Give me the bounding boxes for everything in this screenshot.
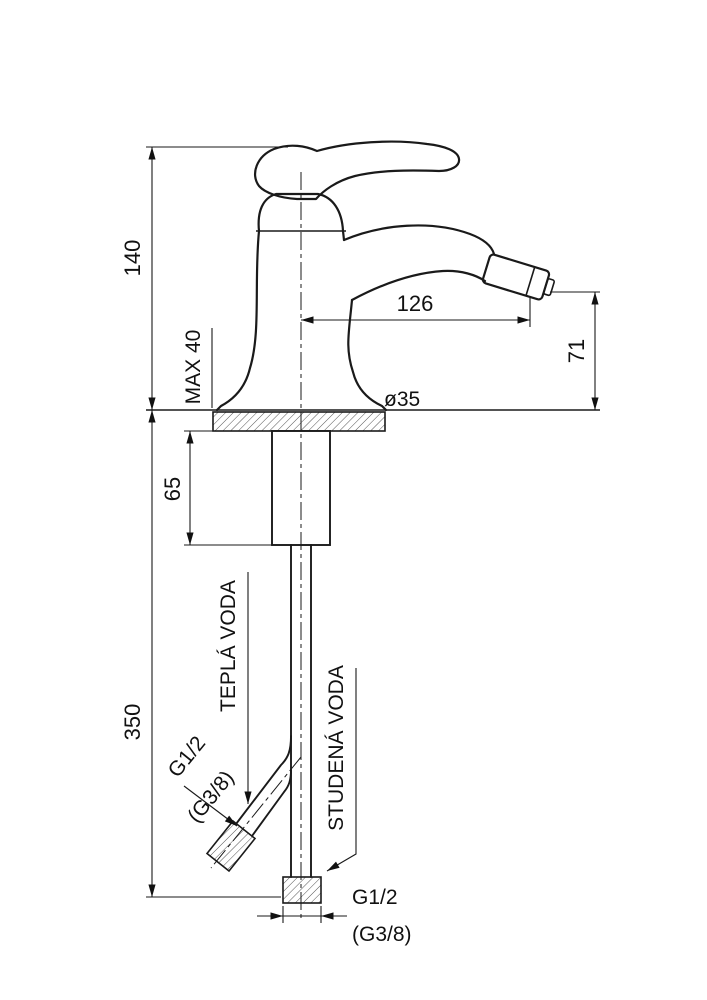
annotation-hot-thread: G1/2 (G3/8)	[164, 732, 239, 827]
cold-connector	[282, 876, 322, 904]
bottom-thread-label: G1/2	[352, 886, 398, 909]
dimension-shank-65: 65	[160, 430, 290, 546]
max40-label: MAX 40	[182, 330, 205, 405]
body-left-outline	[215, 229, 261, 412]
annotation-cold-water: STUDENÁ VODA	[325, 665, 357, 872]
body-right-upper	[341, 229, 346, 242]
handle-cap-outline	[257, 192, 345, 233]
base-plate	[212, 411, 386, 432]
hot-thread-label: G1/2	[164, 732, 211, 782]
hot-water-label: TEPLÁ VODA	[217, 580, 240, 712]
hot-thread-leader	[183, 785, 238, 827]
spout-aerator	[481, 253, 555, 301]
bottom-thread-alt-label: (G3/8)	[352, 923, 412, 946]
dim-65-label: 65	[160, 477, 185, 501]
hot-pipe-upper-edge	[235, 735, 292, 825]
dia35-label: ø35	[384, 388, 420, 411]
dimension-reach-126: 126	[301, 291, 531, 327]
body-right-outline	[347, 298, 388, 412]
mounting-surface	[146, 409, 600, 432]
cold-water-label: STUDENÁ VODA	[325, 665, 348, 831]
handle-lever-outline	[254, 140, 461, 201]
dimension-outlet-71: 71	[550, 291, 600, 410]
faucet-outline	[215, 140, 555, 412]
dim-350-label: 350	[120, 704, 145, 741]
dimension-hose-350: 350	[120, 410, 281, 898]
annotation-hot-water: TEPLÁ VODA	[217, 572, 252, 804]
annotation-max40: MAX 40	[182, 328, 213, 408]
hot-pipe-centerline	[210, 756, 302, 869]
cold-water-leader	[326, 668, 357, 872]
annotation-diameter: ø35	[384, 388, 420, 411]
annotation-bottom-thread: G1/2 (G3/8)	[257, 886, 412, 946]
spout-top-outline	[342, 224, 496, 256]
dim-140-label: 140	[120, 240, 145, 277]
hot-pipe-lower-edge	[251, 769, 292, 837]
centerlines	[210, 172, 302, 920]
dim-126-label: 126	[397, 291, 434, 316]
dim-71-label: 71	[564, 339, 589, 363]
dimension-height-140: 140	[120, 146, 288, 410]
spout-bottom-outline	[350, 269, 487, 302]
hot-thread-alt-label: (G3/8)	[183, 767, 238, 828]
